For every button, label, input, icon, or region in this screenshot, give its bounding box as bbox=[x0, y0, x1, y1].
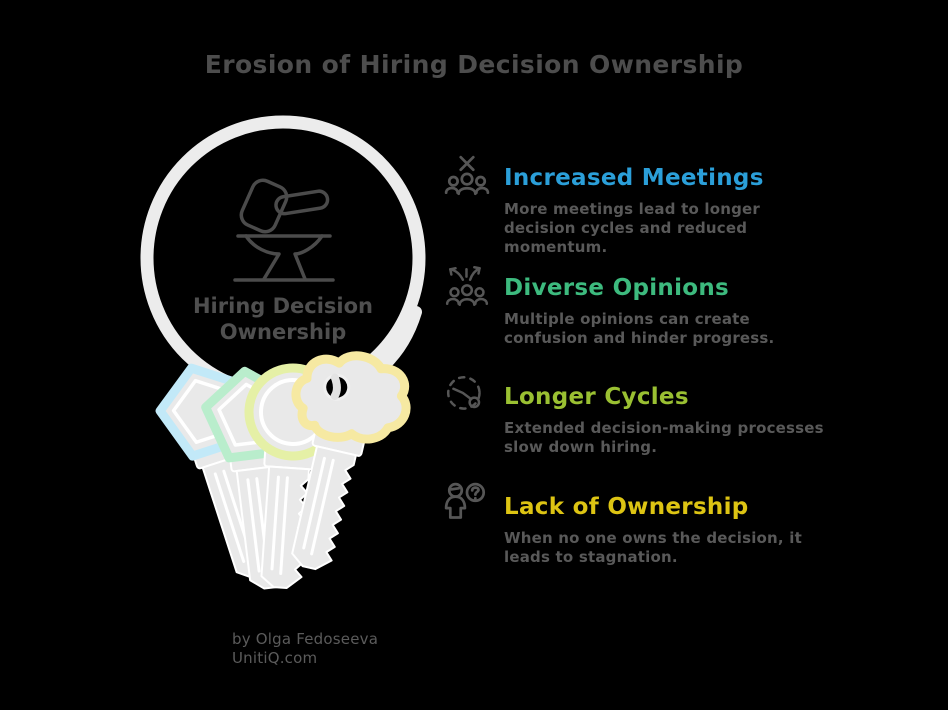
item-description: Multiple opinions can create confusion a… bbox=[504, 310, 775, 347]
ring-label-line2: Ownership bbox=[219, 319, 347, 344]
page-title: Erosion of Hiring Decision Ownership bbox=[204, 50, 744, 79]
person-question-icon bbox=[443, 481, 491, 567]
list-item-lack-of-ownership: Lack of Ownership When no one owns the d… bbox=[443, 481, 834, 567]
issue-list: Increased Meetings More meetings lead to… bbox=[443, 152, 873, 622]
key-yellow bbox=[283, 351, 411, 575]
item-text: Longer Cycles Extended decision-making p… bbox=[504, 371, 834, 457]
keyring-illustration bbox=[140, 115, 426, 593]
item-description: When no one owns the decision, it leads … bbox=[504, 529, 802, 566]
item-text: Diverse Opinions Multiple opinions can c… bbox=[504, 262, 834, 348]
attribution: by Olga Fedoseeva UnitiQ.com bbox=[232, 630, 378, 668]
diverse-opinions-icon bbox=[443, 262, 491, 348]
attribution-author: by Olga Fedoseeva bbox=[232, 630, 379, 648]
item-heading: Lack of Ownership bbox=[504, 494, 749, 520]
item-description: More meetings lead to longer decision cy… bbox=[504, 200, 761, 256]
clock-cycle-icon bbox=[443, 371, 491, 457]
ring-label: Hiring Decision Ownership bbox=[158, 294, 408, 345]
keyring-ring bbox=[140, 115, 426, 401]
meeting-cancel-icon bbox=[443, 152, 491, 256]
item-heading: Increased Meetings bbox=[504, 165, 764, 191]
attribution-site: UnitiQ.com bbox=[232, 649, 318, 668]
list-item-longer-cycles: Longer Cycles Extended decision-making p… bbox=[443, 371, 834, 457]
list-item-diverse-opinions: Diverse Opinions Multiple opinions can c… bbox=[443, 262, 834, 348]
item-description: Extended decision-making processes slow … bbox=[504, 419, 824, 456]
strand-through-hole bbox=[330, 373, 341, 401]
item-text: Lack of Ownership When no one owns the d… bbox=[504, 481, 834, 567]
list-item-increased-meetings: Increased Meetings More meetings lead to… bbox=[443, 152, 834, 256]
item-heading: Diverse Opinions bbox=[504, 275, 730, 301]
hammer-anvil-icon bbox=[233, 178, 335, 282]
ring-label-line1: Hiring Decision bbox=[192, 294, 374, 318]
item-heading: Longer Cycles bbox=[504, 384, 689, 410]
item-text: Increased Meetings More meetings lead to… bbox=[504, 152, 834, 256]
